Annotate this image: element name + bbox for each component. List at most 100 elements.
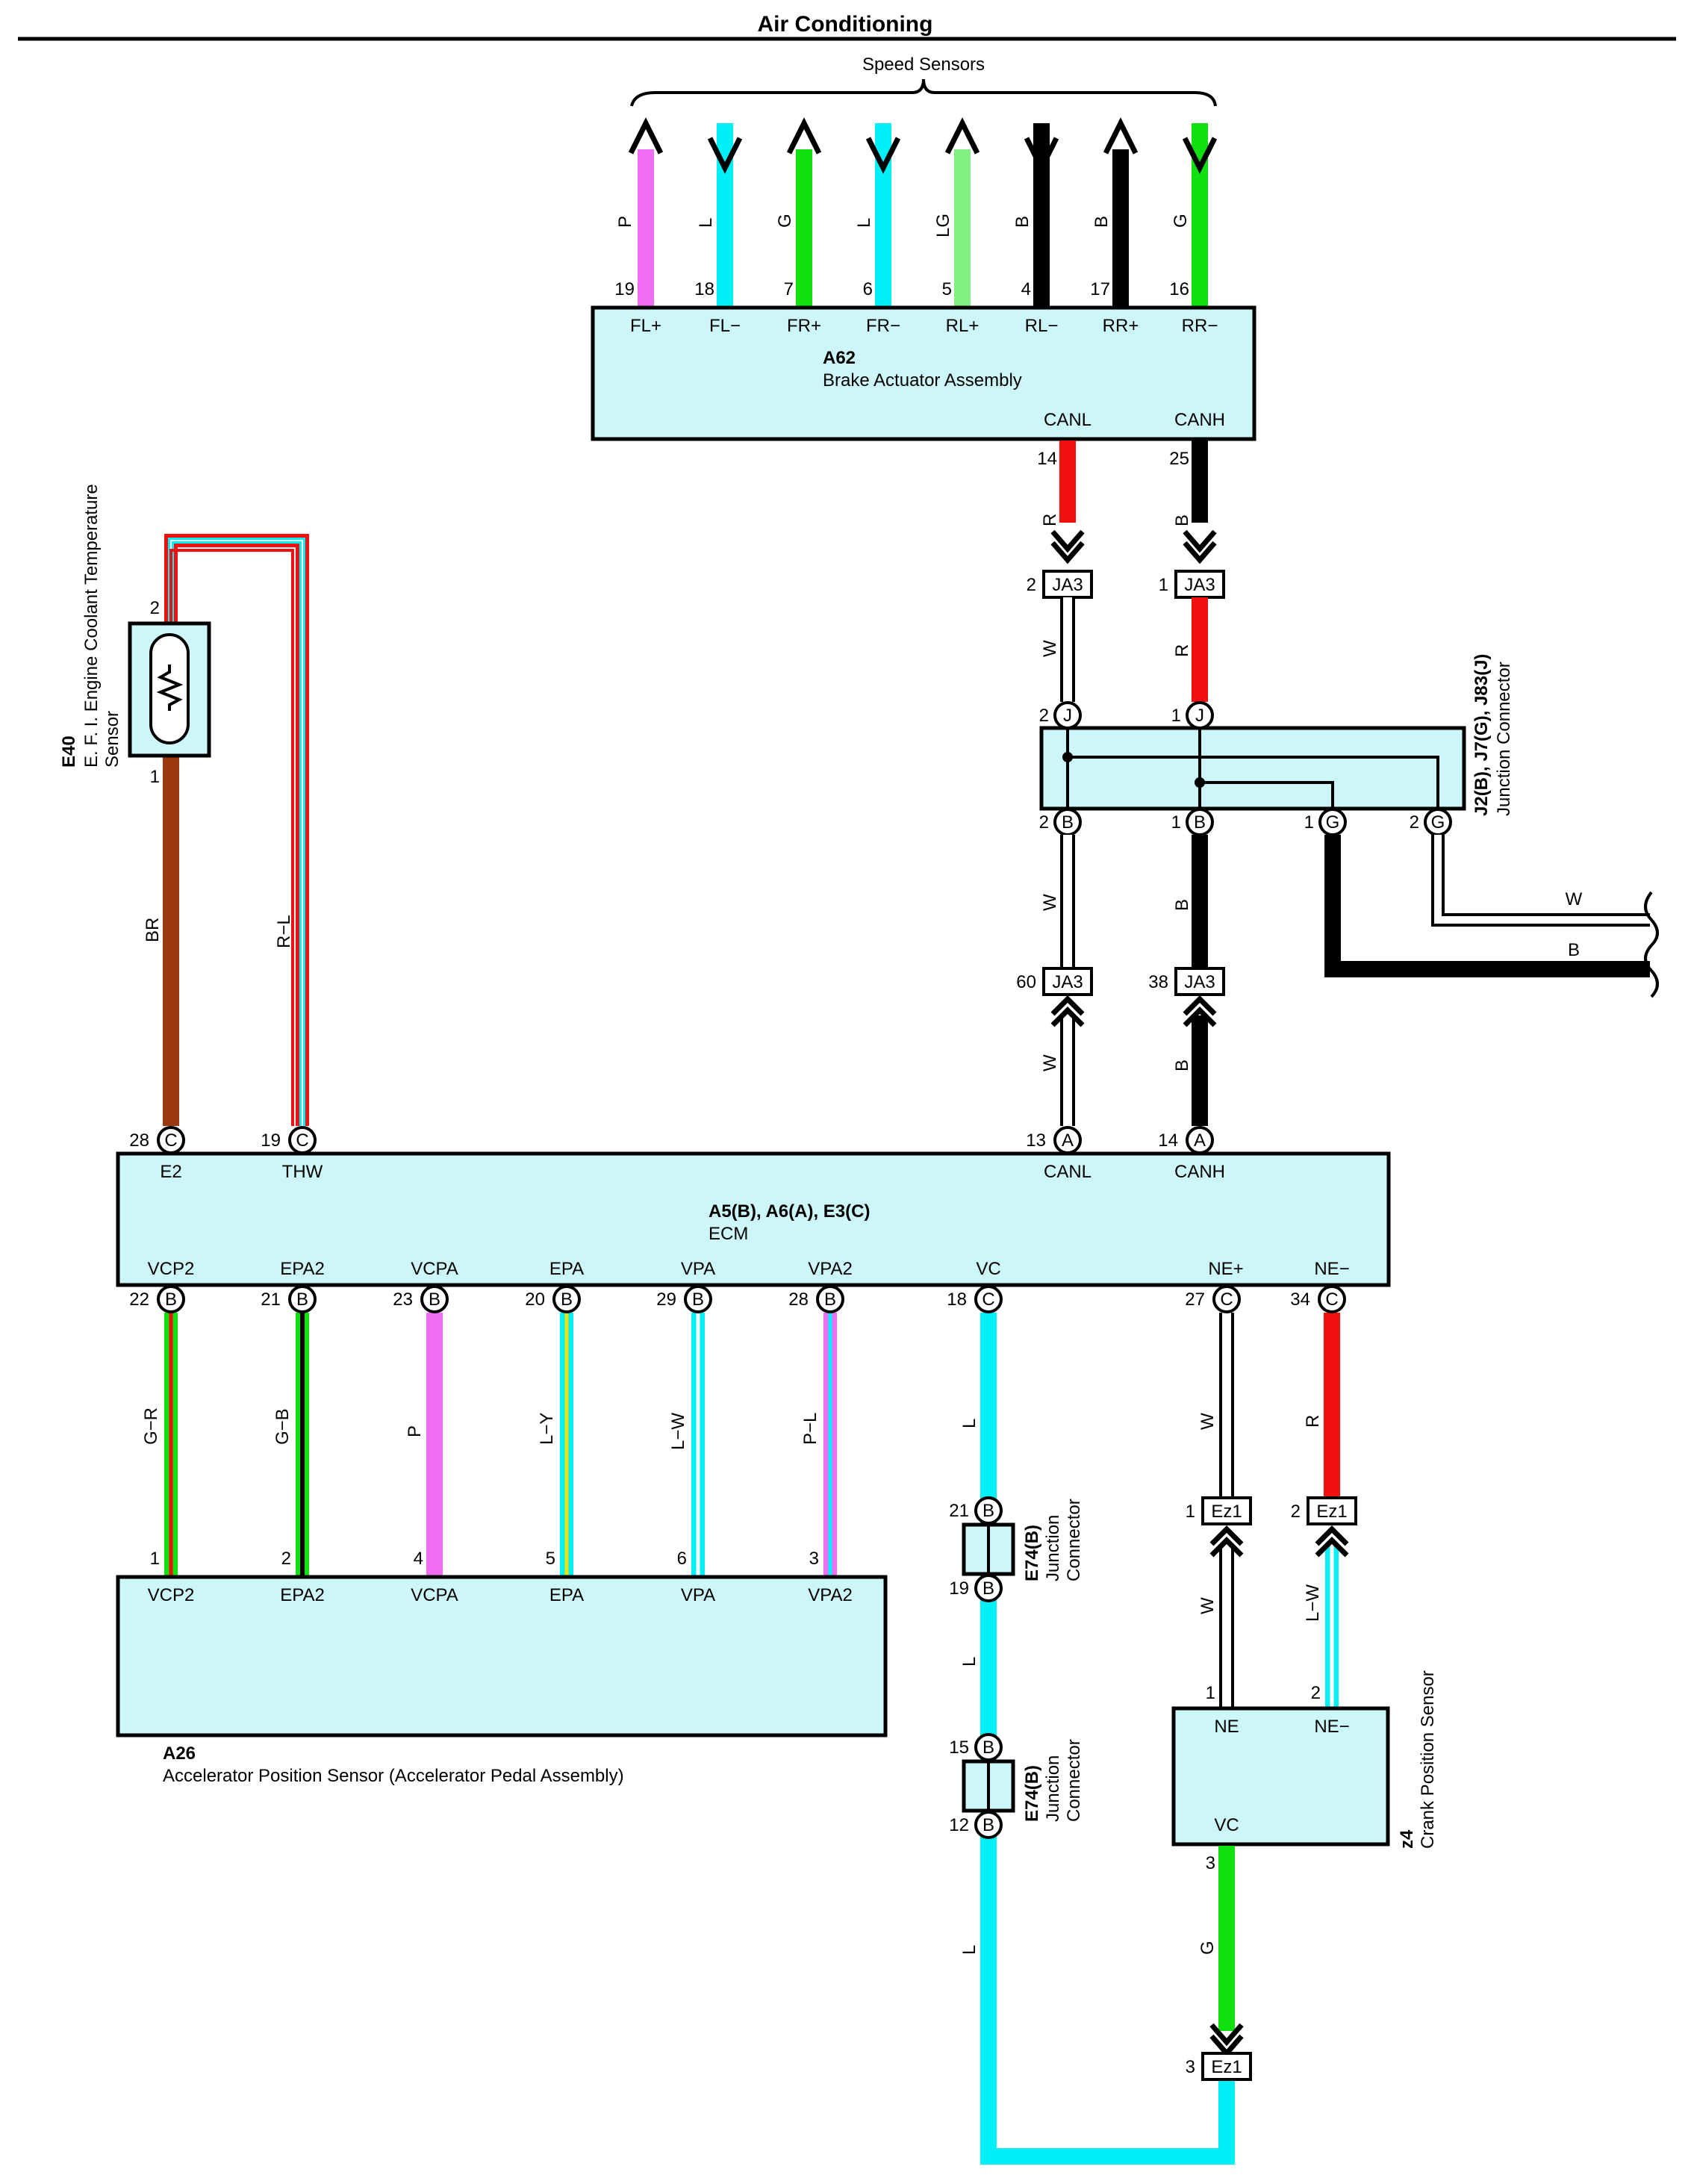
junction-to-ja3-bottom-wires: W B — [1040, 835, 1208, 968]
svg-text:EPA2: EPA2 — [280, 1585, 325, 1605]
svg-text:34: 34 — [1290, 1289, 1310, 1310]
arrow-down-icon — [1182, 137, 1218, 174]
svg-text:EPA: EPA — [549, 1259, 584, 1279]
svg-text:R: R — [1303, 1415, 1323, 1428]
svg-text:L−Y: L−Y — [537, 1413, 557, 1445]
speed-sensors-brace — [630, 78, 1217, 107]
svg-text:2: 2 — [1027, 575, 1036, 595]
z4-crank-position-sensor: 1 2 NE NE− VC z4 Crank Position Sensor 3 — [1171, 1670, 1438, 1873]
svg-text:B: B — [429, 1289, 440, 1310]
svg-text:Junction: Junction — [1043, 1515, 1063, 1581]
chevron-down-icon — [1050, 529, 1085, 553]
svg-text:E74(B): E74(B) — [1022, 1525, 1042, 1581]
svg-text:FL+: FL+ — [630, 316, 661, 336]
svg-text:19: 19 — [949, 1578, 969, 1599]
svg-text:L−W: L−W — [1303, 1584, 1323, 1622]
svg-text:B: B — [1091, 216, 1112, 228]
arrow-down-icon — [1024, 137, 1059, 174]
svg-text:RL+: RL+ — [946, 316, 980, 336]
svg-text:Connector: Connector — [1064, 1739, 1084, 1822]
svg-text:7: 7 — [784, 279, 794, 299]
svg-text:1: 1 — [150, 1549, 160, 1569]
svg-text:W: W — [1040, 640, 1060, 657]
chevron-down-icon — [1183, 529, 1217, 553]
speed-sensors-label: Speed Sensors — [862, 55, 985, 75]
svg-text:L: L — [854, 218, 874, 228]
svg-text:4: 4 — [414, 1549, 423, 1569]
svg-text:W: W — [1040, 894, 1060, 911]
svg-text:P−L: P−L — [800, 1413, 820, 1445]
svg-text:RL−: RL− — [1025, 316, 1059, 336]
svg-text:19: 19 — [614, 279, 635, 299]
svg-text:G−B: G−B — [273, 1408, 293, 1445]
e40-coolant-temp-sensor: 2 1 E40 E. F. I. Engine Coolant Temperat… — [59, 484, 309, 1126]
svg-text:E74(B): E74(B) — [1022, 1765, 1042, 1822]
svg-text:60: 60 — [1016, 972, 1036, 992]
ja3-bottom-connector: JA3 60 JA3 38 — [1016, 967, 1225, 996]
svg-text:JA3: JA3 — [1184, 972, 1215, 992]
svg-text:VC: VC — [1214, 1815, 1239, 1835]
svg-text:Ez1: Ez1 — [1211, 1502, 1242, 1522]
z4-name: Crank Position Sensor — [1418, 1670, 1438, 1849]
svg-text:14: 14 — [1037, 449, 1057, 469]
wire-rr-plus: B 17 — [1090, 117, 1139, 308]
svg-text:2: 2 — [281, 1549, 291, 1569]
svg-text:21: 21 — [261, 1289, 281, 1310]
thermistor-icon — [156, 665, 184, 711]
can-wires-upper: 14 25 R B — [1037, 441, 1217, 564]
svg-text:P: P — [405, 1425, 425, 1437]
svg-text:B: B — [561, 1289, 573, 1310]
svg-text:C: C — [982, 1289, 994, 1310]
svg-text:B: B — [165, 1289, 177, 1310]
svg-text:25: 25 — [1169, 449, 1189, 469]
svg-text:THW: THW — [282, 1162, 323, 1182]
svg-text:6: 6 — [863, 279, 873, 299]
wire-fl-minus: L 18 — [694, 123, 743, 308]
svg-text:VPA2: VPA2 — [808, 1259, 853, 1279]
svg-text:A: A — [1062, 1130, 1074, 1151]
svg-text:VCP2: VCP2 — [148, 1585, 195, 1605]
svg-text:B: B — [1172, 1060, 1192, 1071]
svg-text:2: 2 — [1410, 812, 1419, 833]
svg-text:B: B — [1012, 216, 1033, 228]
svg-text:JA3: JA3 — [1052, 575, 1083, 595]
ecm-box: C 28 E2 C 19 THW A 13 CANL A 14 CANH A5(… — [116, 1126, 1391, 1287]
svg-text:12: 12 — [949, 1815, 969, 1835]
svg-text:1: 1 — [1304, 812, 1314, 833]
svg-text:W: W — [1040, 1054, 1060, 1071]
svg-text:L: L — [959, 1419, 980, 1428]
svg-text:RR−: RR− — [1182, 316, 1218, 336]
svg-text:VPA: VPA — [681, 1259, 715, 1279]
svg-text:B: B — [1172, 514, 1192, 526]
ez1-connectors: Ez1 1 Ez1 2 — [1186, 1496, 1357, 1525]
svg-text:RR+: RR+ — [1103, 316, 1139, 336]
svg-text:CANH: CANH — [1174, 410, 1225, 430]
svg-text:CANL: CANL — [1044, 1162, 1091, 1182]
junction-connector-j: J 2 J 1 B 2 B 1 G 1 G 2 J2(B), J7(G), J8… — [1039, 654, 1514, 836]
svg-text:R−L: R−L — [274, 915, 294, 948]
a26-id: A26 — [163, 1743, 196, 1764]
svg-text:23: 23 — [393, 1289, 413, 1310]
svg-text:G−R: G−R — [141, 1407, 161, 1445]
svg-text:W: W — [1198, 1413, 1218, 1430]
svg-text:VPA2: VPA2 — [808, 1585, 853, 1605]
svg-text:FR−: FR− — [866, 316, 900, 336]
svg-text:Connector: Connector — [1064, 1499, 1084, 1581]
speed-sensor-wires: P 19 L 18 G 7 L 6 LG 5 — [614, 117, 1218, 308]
ja3-to-ecm-wires: W B — [1040, 995, 1217, 1126]
a62-id: A62 — [823, 348, 856, 368]
ecm-to-a26-wires: G−R G−B P L−Y L−W P−L — [141, 1313, 837, 1577]
svg-text:38: 38 — [1148, 972, 1168, 992]
svg-text:EPA: EPA — [549, 1585, 584, 1605]
a26-name: Accelerator Position Sensor (Accelerator… — [163, 1766, 624, 1786]
svg-text:1: 1 — [1171, 812, 1181, 833]
svg-text:Junction: Junction — [1043, 1755, 1063, 1822]
svg-text:VCPA: VCPA — [411, 1259, 458, 1279]
svg-text:VPA: VPA — [681, 1585, 715, 1605]
svg-text:28: 28 — [129, 1130, 149, 1151]
svg-text:B: B — [692, 1289, 704, 1310]
svg-text:1: 1 — [1171, 706, 1181, 726]
svg-text:G: G — [1198, 1941, 1218, 1955]
svg-text:1: 1 — [150, 767, 160, 787]
